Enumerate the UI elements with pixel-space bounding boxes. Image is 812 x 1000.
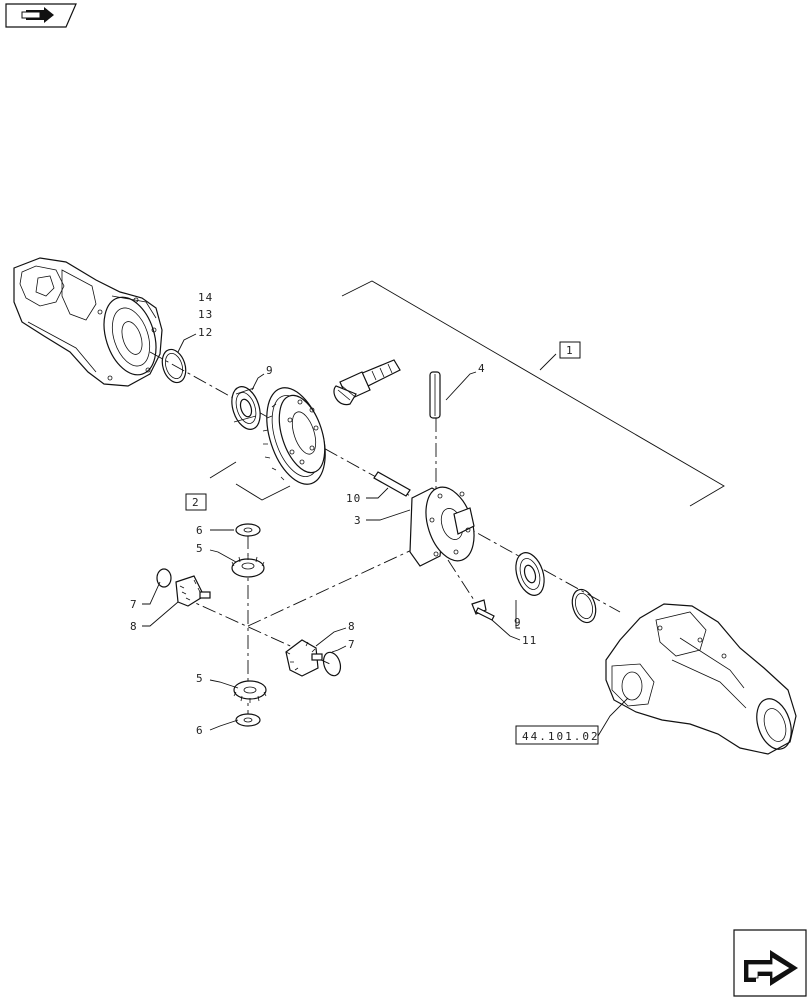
callout-8-right: 8 [348,620,356,633]
callout-12: 12 [198,326,213,339]
snap-ring-gear-left [156,568,172,588]
left-axle-housing [13,257,163,387]
ring-gear [262,387,326,485]
group-callout-2: 2 [185,493,207,511]
snap-ring-left [161,348,187,384]
svg-text:1: 1 [566,344,574,357]
back-page-button[interactable] [5,3,77,28]
pinion-shaft [333,359,401,406]
section-reference-link[interactable]: 44.101.02 [515,725,600,745]
assembly-axis-lines [149,351,621,720]
right-axle-housing [605,603,797,755]
group-bracket-1 [341,280,725,507]
bolt [471,599,495,621]
side-gear-right [285,639,323,677]
callout-6-bottom: 6 [196,724,204,737]
differential-pinion-bottom [233,680,267,703]
callout-5-bottom: 5 [196,672,204,685]
bearing-right [515,552,545,596]
differential-case [409,486,475,567]
bearing-left [231,386,261,430]
callout-13: 13 [198,308,213,321]
callout-11: 11 [522,634,537,647]
roll-pin [429,371,441,419]
side-gear-left [175,575,211,607]
callout-14: 14 [198,291,213,304]
callout-10: 10 [346,492,361,505]
callout-9-right: 9 [514,616,522,629]
callout-7-left: 7 [130,598,138,611]
thrust-washer-bottom [235,713,261,727]
callout-9-left: 9 [266,364,274,377]
callout-8-left: 8 [130,620,138,633]
thrust-washer-top [235,523,261,537]
differential-pinion-top [231,555,265,578]
back-page-arrow-icon [21,7,54,23]
callout-3: 3 [354,514,362,527]
snap-ring-right [571,588,597,624]
leader-lines [142,333,629,737]
callout-4: 4 [478,362,486,375]
section-reference-label: 44.101.02 [522,730,600,743]
next-page-button[interactable] [733,929,807,997]
snap-ring-gear-right [322,651,342,677]
callout-6-top: 6 [196,524,204,537]
group-bracket-2 [209,461,291,501]
svg-text:2: 2 [192,496,200,509]
group-callout-1: 1 [559,341,581,359]
callout-labels: 14 13 12 9 4 10 3 6 5 7 8 8 7 9 11 5 6 [130,291,537,737]
callout-7-right: 7 [348,638,356,651]
callout-5-top: 5 [196,542,204,555]
cross-pin [373,471,411,497]
next-page-arrow-icon [744,950,798,986]
